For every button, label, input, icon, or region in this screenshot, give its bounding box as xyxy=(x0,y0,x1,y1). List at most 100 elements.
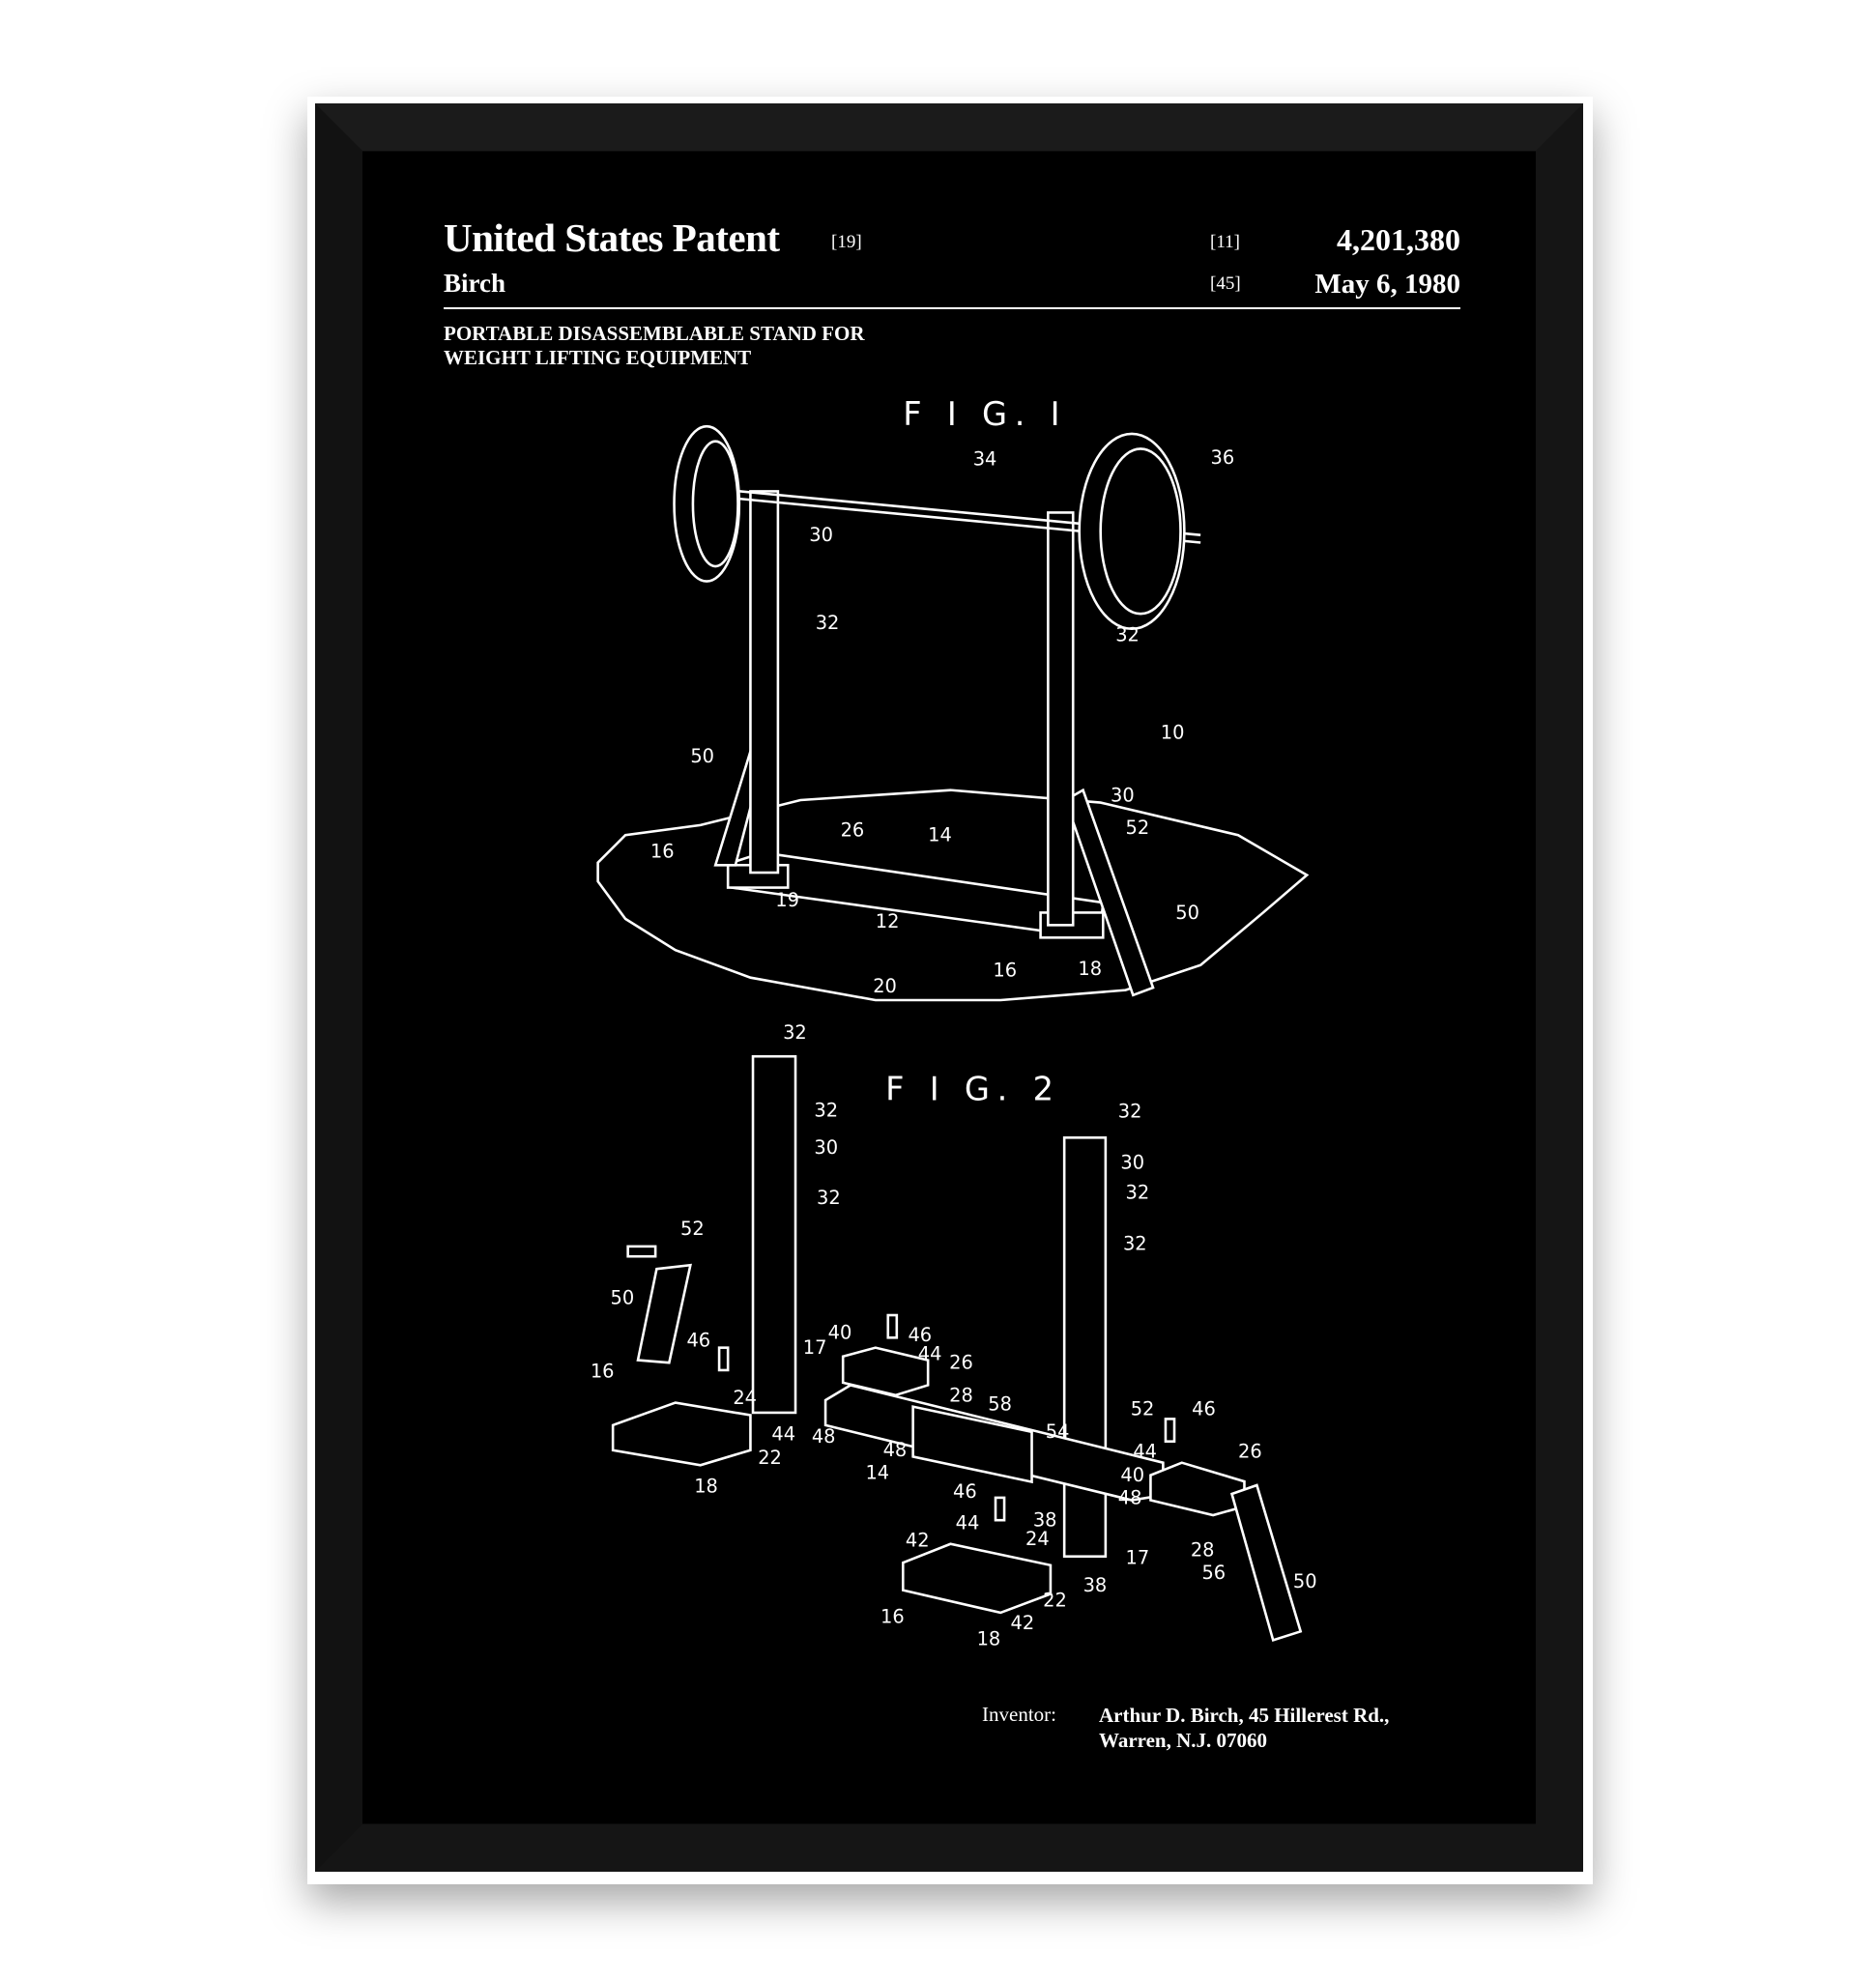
reference-numeral: 48 xyxy=(1118,1486,1142,1508)
reference-numeral: 10 xyxy=(1161,722,1185,744)
header-rule xyxy=(444,307,1460,309)
reference-numeral: 16 xyxy=(993,959,1017,981)
reference-numeral: 32 xyxy=(1118,1101,1142,1123)
reference-numeral: 46 xyxy=(953,1480,977,1503)
patent-number: 4,201,380 xyxy=(1337,222,1460,257)
reference-numeral: 28 xyxy=(1191,1539,1215,1562)
brace-50-right xyxy=(1229,1483,1303,1643)
reference-numeral: 16 xyxy=(591,1361,615,1383)
patent-date: May 6, 1980 xyxy=(1314,269,1460,300)
reference-numeral: 58 xyxy=(988,1392,1012,1415)
reference-numeral: 26 xyxy=(841,819,865,842)
ground-outline xyxy=(596,789,1310,1002)
reference-numeral: 32 xyxy=(1115,624,1140,646)
inventor-line-1: Arthur D. Birch, 45 Hillerest Rd., xyxy=(1099,1704,1390,1727)
reference-numeral: 19 xyxy=(775,889,799,911)
reference-numeral: 26 xyxy=(1238,1441,1262,1463)
frame-bevel xyxy=(315,103,1583,1872)
reference-numeral: 16 xyxy=(880,1605,905,1627)
reference-numeral: 32 xyxy=(1123,1233,1147,1255)
reference-numeral: 12 xyxy=(876,910,900,932)
front-foot-exploded xyxy=(901,1542,1053,1615)
reference-numeral: 14 xyxy=(928,824,952,846)
reference-numeral: 32 xyxy=(816,612,840,634)
reference-numeral: 32 xyxy=(814,1099,838,1121)
reference-numeral: 24 xyxy=(733,1387,757,1409)
reference-numeral: 28 xyxy=(949,1384,973,1406)
inventor-label: Inventor: xyxy=(982,1703,1056,1726)
reference-numeral: 17 xyxy=(803,1336,827,1359)
reference-numeral: 50 xyxy=(611,1286,635,1308)
right-plate-rim xyxy=(1099,447,1182,616)
right-foot-exploded xyxy=(1149,1461,1246,1517)
reference-numeral: 52 xyxy=(680,1218,705,1240)
reference-numeral: 52 xyxy=(1126,817,1150,839)
reference-numeral: 46 xyxy=(686,1329,710,1351)
reference-numeral: 36 xyxy=(1211,446,1235,469)
reference-numeral: 38 xyxy=(1083,1574,1108,1596)
reference-numeral: 18 xyxy=(694,1476,718,1498)
reference-numeral: 30 xyxy=(1120,1152,1144,1174)
left-upright-exploded xyxy=(751,1054,797,1415)
fig2-title: F I G. 2 xyxy=(885,1070,1061,1107)
left-foot-exploded xyxy=(611,1401,752,1467)
reference-numeral: 44 xyxy=(956,1511,980,1534)
left-weight-plate xyxy=(673,424,741,583)
reference-numeral: 32 xyxy=(783,1021,807,1044)
reference-numeral: 30 xyxy=(809,524,833,546)
reference-numeral: 20 xyxy=(873,975,897,997)
reference-numeral: 44 xyxy=(1133,1441,1157,1463)
inventor-surname: Birch xyxy=(444,269,506,298)
reference-numeral: 48 xyxy=(812,1425,836,1448)
reference-numeral: 30 xyxy=(814,1136,838,1159)
reference-numeral: 32 xyxy=(1126,1182,1150,1204)
reference-numeral: 50 xyxy=(1175,902,1199,924)
reference-numeral: 38 xyxy=(1033,1509,1057,1532)
reference-numeral: 30 xyxy=(1111,784,1135,806)
reference-numeral: 18 xyxy=(977,1628,1001,1650)
reference-numeral: 56 xyxy=(1201,1562,1226,1584)
reference-numeral: 18 xyxy=(1078,958,1102,980)
brace-50-left xyxy=(636,1263,692,1364)
reference-numeral: 24 xyxy=(1025,1528,1050,1550)
left-plate-rim xyxy=(691,440,739,568)
right-upright-exploded xyxy=(1062,1136,1108,1559)
pin-46-a xyxy=(717,1346,730,1372)
left-upright xyxy=(749,490,780,875)
reference-numeral: 44 xyxy=(918,1343,942,1365)
inventor-line-2: Warren, N.J. 07060 xyxy=(1099,1729,1268,1752)
reference-numeral: 42 xyxy=(906,1529,930,1551)
reference-numeral: 50 xyxy=(690,745,714,767)
reference-numeral: 50 xyxy=(1293,1570,1317,1592)
reference-numeral: 46 xyxy=(908,1324,932,1346)
right-upright xyxy=(1047,511,1075,927)
right-weight-plate xyxy=(1078,432,1186,631)
reference-numeral: 34 xyxy=(973,447,997,470)
patent-title: United States Patent xyxy=(444,215,780,260)
reference-numeral: 14 xyxy=(865,1462,889,1484)
right-brace xyxy=(1063,788,1155,997)
reference-numeral: 44 xyxy=(771,1422,795,1445)
clip-52 xyxy=(626,1245,657,1258)
pin-46-d xyxy=(994,1496,1006,1522)
subtitle-line-1: PORTABLE DISASSEMBLABLE STAND FOR xyxy=(444,322,865,345)
reference-numeral: 16 xyxy=(650,841,675,863)
patent-number-ref: [11] xyxy=(1210,232,1240,252)
reference-numeral: 48 xyxy=(883,1439,908,1461)
reference-numeral: 54 xyxy=(1046,1420,1070,1443)
title-ref: [19] xyxy=(831,232,862,252)
fig1-labels: 34 36 30 32 32 10 50 30 52 26 14 16 19 12 50 16 18 20 xyxy=(650,446,1234,997)
reference-numeral: 40 xyxy=(828,1322,852,1344)
reference-numeral: 22 xyxy=(758,1447,782,1469)
subtitle-line-2: WEIGHT LIFTING EQUIPMENT xyxy=(444,346,752,369)
reference-numeral: 42 xyxy=(1011,1612,1035,1634)
reference-numeral: 46 xyxy=(1192,1398,1216,1420)
reference-numeral: 32 xyxy=(817,1187,841,1209)
padding-58 xyxy=(911,1405,1033,1484)
reference-numeral: 52 xyxy=(1131,1398,1155,1420)
reference-numeral: 22 xyxy=(1043,1589,1067,1611)
pin-46-c xyxy=(1164,1418,1176,1443)
